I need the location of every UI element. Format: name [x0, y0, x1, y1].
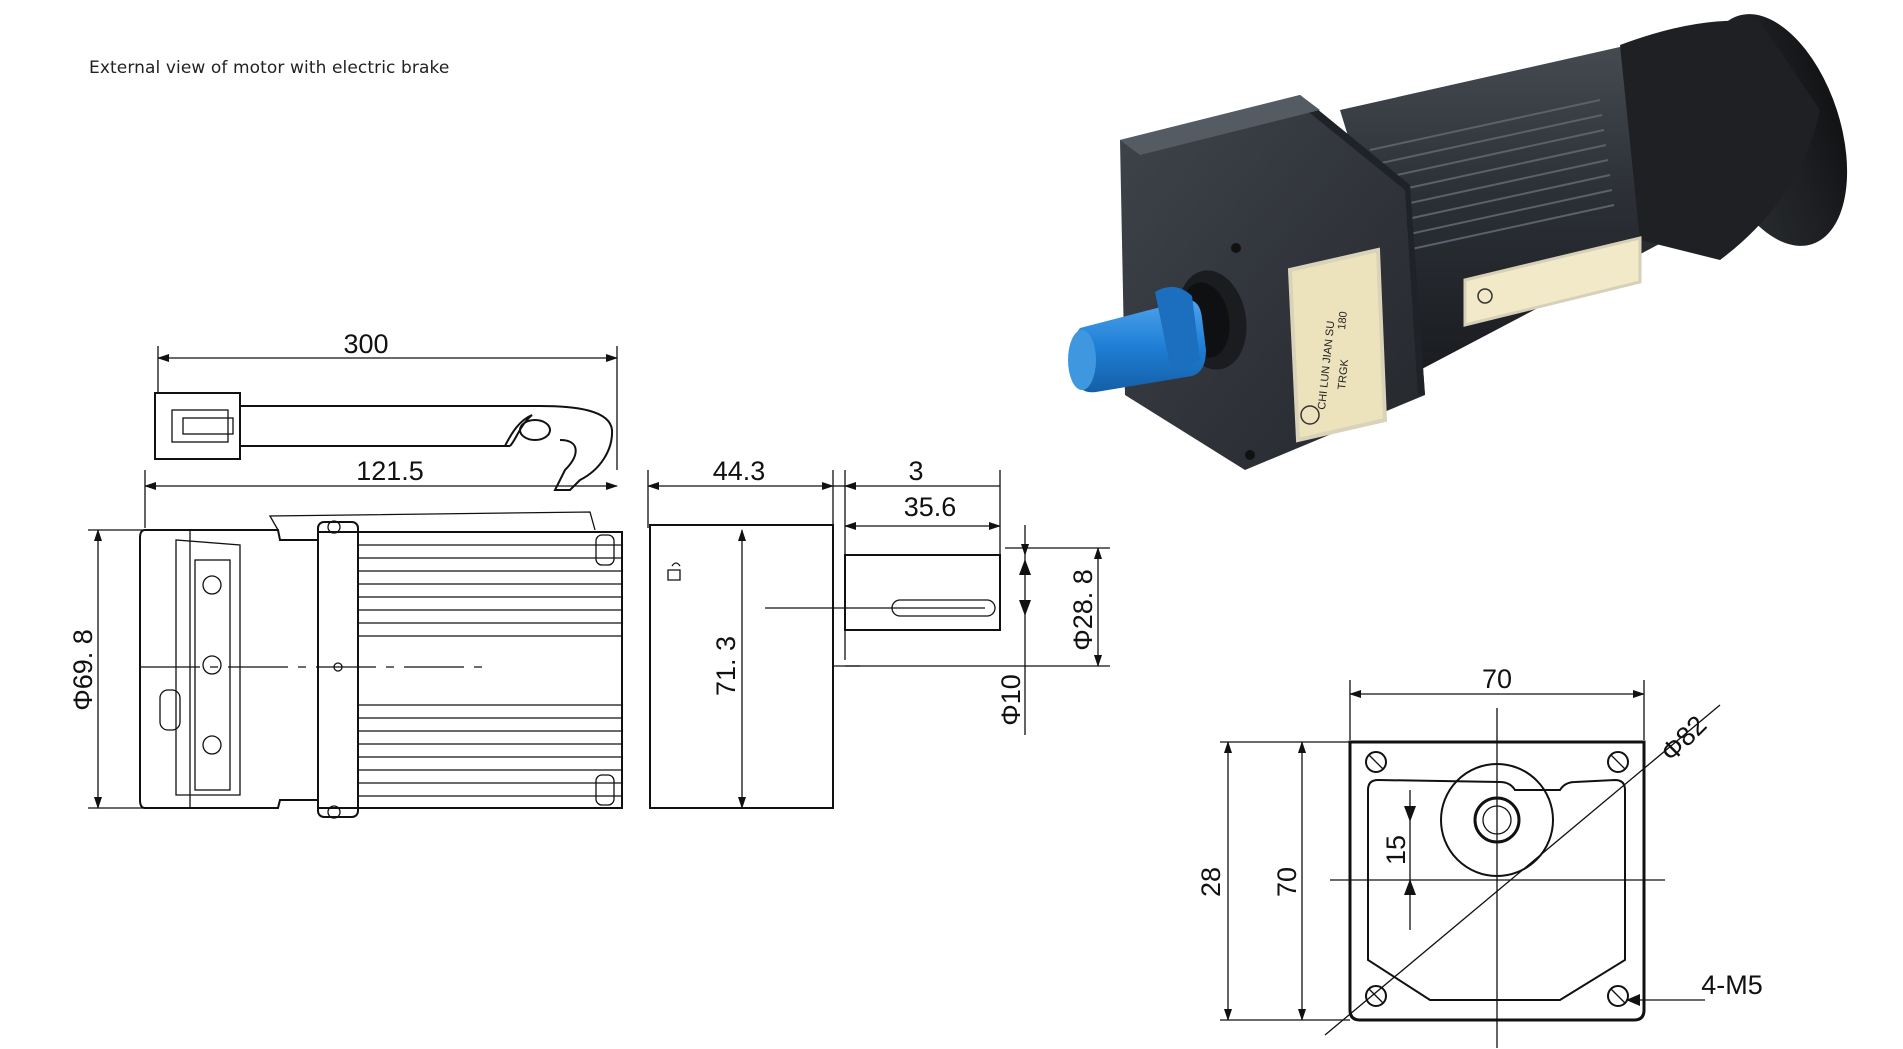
- nameplate-ratio: 180: [1336, 311, 1350, 331]
- connector: [154, 392, 614, 491]
- dim-shaft-center: 15: [1381, 835, 1411, 865]
- dim-mounting-holes: 4-M5: [1701, 970, 1763, 1000]
- nameplate-model: TRGK: [1336, 358, 1351, 390]
- dim-body-diameter: Φ69. 8: [68, 629, 98, 711]
- dim-lead-length: 300: [343, 329, 388, 359]
- motor-body-outline: [139, 511, 623, 819]
- front-view: 70 28 70 15 Φ82 4-M5: [1196, 664, 1763, 1048]
- side-view: 300 121.5 44.3 3 35.6: [68, 329, 1110, 819]
- dim-center-offset: 28: [1196, 867, 1226, 897]
- product-photo: CHI LUN JIAN SU TRGK 180: [1068, 14, 1848, 470]
- dim-shaft-diameter: Φ10: [996, 674, 1026, 726]
- gearbox-nameplate: CHI LUN JIAN SU TRGK 180: [1287, 247, 1388, 443]
- dim-shaft-length: 35.6: [904, 492, 957, 522]
- figure-caption: External view of motor with electric bra…: [89, 58, 450, 78]
- dim-shaft-offset: 3: [908, 456, 923, 486]
- dim-gear-height: 71. 3: [711, 636, 741, 696]
- mounting-hole: [1365, 751, 1629, 1007]
- dim-front-width: 70: [1482, 664, 1512, 694]
- dim-motor-length: 121.5: [356, 456, 424, 486]
- dim-shaft-boss-diameter: Φ28. 8: [1068, 569, 1098, 651]
- dim-gearbox-length: 44.3: [713, 456, 766, 486]
- dim-front-height: 70: [1272, 867, 1302, 897]
- motor-label: [1463, 236, 1642, 327]
